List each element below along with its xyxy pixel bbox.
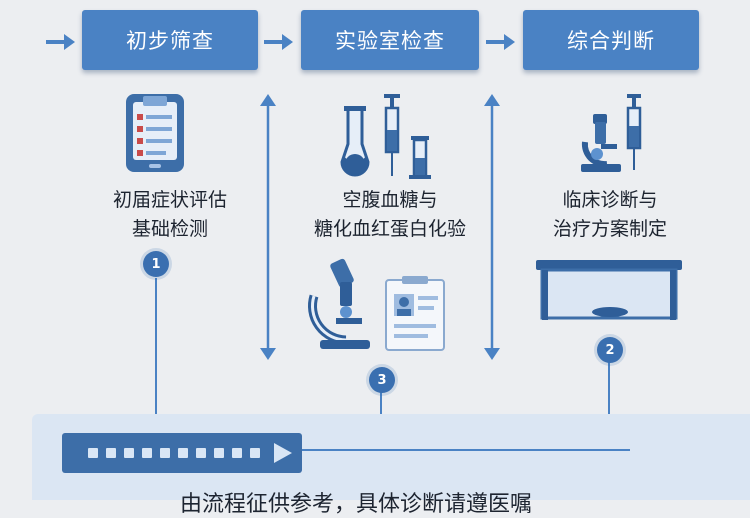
step-badge: 3 [369,367,395,393]
bar-segment [88,448,98,458]
bar-segment [106,448,116,458]
bar-segment [214,448,224,458]
stage-lab-test: 实验室检查 [301,10,479,70]
stage-diagnosis: 综合判断 [523,10,699,70]
step-badge: 1 [143,251,169,277]
vertical-double-arrow-icon [260,94,276,360]
badge-number: 1 [151,256,161,272]
caption-diagnosis: 临床诊断与 治疗方案制定 [510,186,710,244]
progress-bar [62,433,302,473]
stage-screening: 初步筛查 [82,10,258,70]
flow-arrow-icon [264,34,293,50]
caption-line: 治疗方案制定 [552,218,667,240]
caption-line: 空腹血糖与 [342,189,438,211]
arrow-right-icon [274,443,292,463]
stage-label: 初步筛查 [126,29,214,53]
lab-bench-icon [536,260,682,320]
connector-line [155,278,157,420]
syringe-icon [626,94,642,170]
bar-segment [142,448,152,458]
flow-arrow-icon [486,34,515,50]
vertical-double-arrow-icon [484,94,500,360]
step-badge: 2 [597,337,623,363]
bar-segment [160,448,170,458]
microscope-icon [308,258,370,349]
microscope-icon [581,114,621,172]
connector-line [300,449,630,451]
disclaimer-text: 由流程征供参考，具体诊断请遵医嘱 [180,492,533,517]
bar-segment [124,448,134,458]
caption-screening: 初届症状评估 基础检测 [70,186,270,244]
id-card-icon [385,276,445,351]
checklist-tablet-icon [126,94,184,172]
flask-icon [409,136,431,179]
bar-segment [196,448,206,458]
flow-arrow-icon [46,34,75,50]
caption-line: 糖化血红蛋白化验 [313,218,466,240]
bar-segment [250,448,260,458]
badge-number: 2 [605,342,615,358]
caption-line: 初届症状评估 [112,189,227,211]
badge-number: 3 [377,372,387,388]
syringe-icon [384,94,400,176]
caption-lab-test: 空腹血糖与 糖化血红蛋白化验 [290,186,490,244]
test-tube-icon [340,106,370,177]
caption-line: 基础检测 [131,218,208,240]
stage-label: 综合判断 [567,29,655,53]
bar-segment [178,448,188,458]
stage-label: 实验室检查 [335,29,445,53]
caption-line: 临床诊断与 [562,189,658,211]
bar-segment [232,448,242,458]
